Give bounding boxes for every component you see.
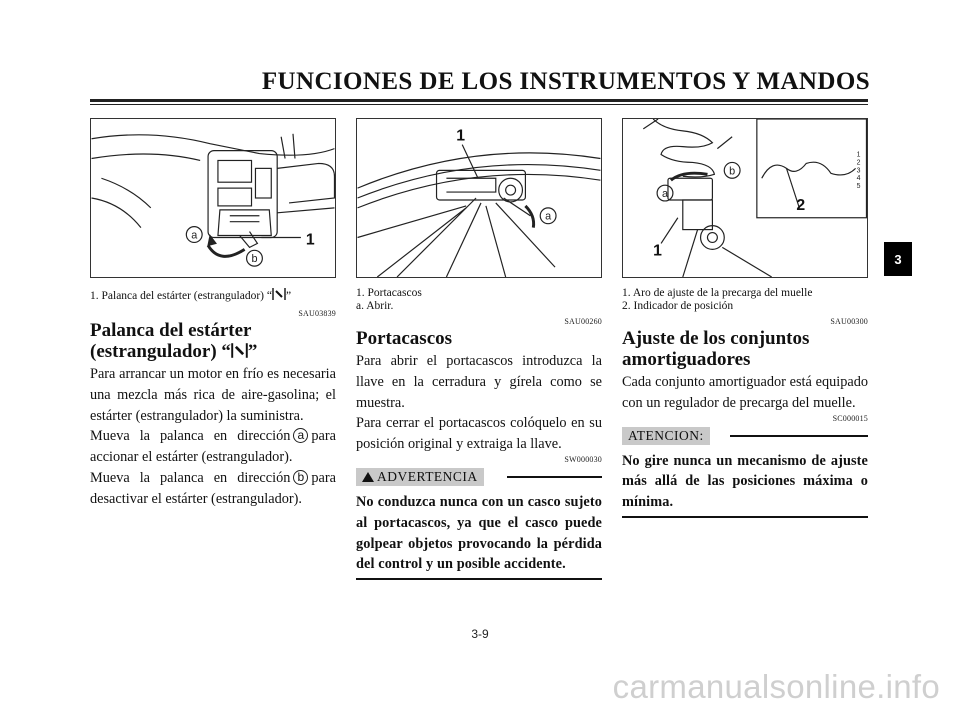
choke-symbol-icon: [272, 288, 286, 300]
figure-caption-1: 1. Aro de ajuste de la precarga del muel…: [622, 287, 813, 299]
reference-code: SAU00300: [830, 317, 868, 326]
warning-triangle-icon: [362, 471, 374, 482]
figure-caption-1: 1. Portacascos: [356, 287, 422, 299]
figure-label-1: 1: [653, 242, 662, 259]
direction-a-marker: a: [293, 428, 309, 444]
direction-b-marker: b: [293, 469, 309, 485]
position-scale-5: 5: [857, 183, 861, 190]
position-scale-3: 3: [857, 167, 861, 174]
choke-lever-illustration: a b 1: [90, 118, 336, 278]
figure-label-1: 1: [306, 231, 315, 248]
reference-code: SAU00260: [564, 317, 602, 326]
page-header-title: FUNCIONES DE LOS INSTRUMENTOS Y MANDOS: [261, 68, 870, 95]
column-choke: 1. Palanca del estárter (estrangulador) …: [90, 287, 336, 510]
watermark: carmanualsonline.info: [612, 668, 940, 705]
figure-label-a: a: [662, 188, 669, 200]
column-shock-absorber: 1. Aro de ajuste de la precarga del muel…: [622, 287, 868, 518]
page-number: 3-9: [471, 627, 489, 641]
choke-symbol-icon: [231, 343, 248, 358]
column-helmet-holder: 1. Portacascos a. Abrir. SAU00260 Portac…: [356, 287, 602, 581]
caution-bottom-rule: [622, 515, 868, 518]
section-body: Cada conjunto amortiguador está equi­pad…: [622, 374, 868, 411]
position-scale-1: 1: [857, 152, 861, 159]
figure-caption: 1. Palanca del estárter (estrangulador) …: [90, 287, 336, 303]
warning-text: No conduzca nunca con un casco sujeto al…: [356, 493, 602, 573]
figure-label-a: a: [191, 229, 198, 241]
figure-caption-2: 2. Indicador de posición: [622, 300, 734, 312]
header-rule-thin: [90, 104, 868, 105]
section-body: Para arrancar un motor en frío es nece­s…: [90, 366, 336, 507]
figure-label-2: 2: [796, 197, 805, 214]
section-title: Ajuste de los conjuntos amortiguadores: [622, 328, 810, 370]
figure-label-a: a: [545, 211, 552, 223]
reference-code: SAU03839: [298, 309, 336, 318]
section-title: Palanca del estárter (estrangulador) “”: [90, 320, 258, 362]
caution-badge: ATENCION:: [622, 426, 710, 445]
warning-rule: [507, 475, 602, 478]
caution-code: SC000015: [832, 413, 868, 423]
caution-header: ATENCION:: [622, 426, 868, 445]
caution-rule: [730, 434, 868, 437]
warning-header: ADVERTENCIA: [356, 467, 602, 486]
figure-label-b: b: [729, 165, 735, 177]
caution-text: No gire nunca un mecanismo de ajuste más…: [622, 452, 868, 511]
position-scale-4: 4: [857, 175, 861, 182]
shock-absorber-illustration: 1 2 3 4 5 a b 1 2: [622, 118, 868, 278]
chapter-tab: 3: [884, 242, 912, 276]
section-title: Portacascos: [356, 328, 453, 349]
helmet-holder-illustration: 1 a: [356, 118, 602, 278]
warning-code: SW000030: [564, 454, 602, 464]
figure-label-1: 1: [456, 128, 465, 145]
figure-caption-a: a. Abrir.: [356, 300, 394, 312]
header-rule-thick: [90, 99, 868, 102]
warning-bottom-rule: [356, 578, 602, 581]
section-body: Para abrir el portacascos introduzca la …: [356, 353, 602, 453]
figure-label-b: b: [251, 253, 257, 265]
warning-badge: ADVERTENCIA: [356, 467, 484, 486]
position-scale-2: 2: [857, 159, 861, 166]
